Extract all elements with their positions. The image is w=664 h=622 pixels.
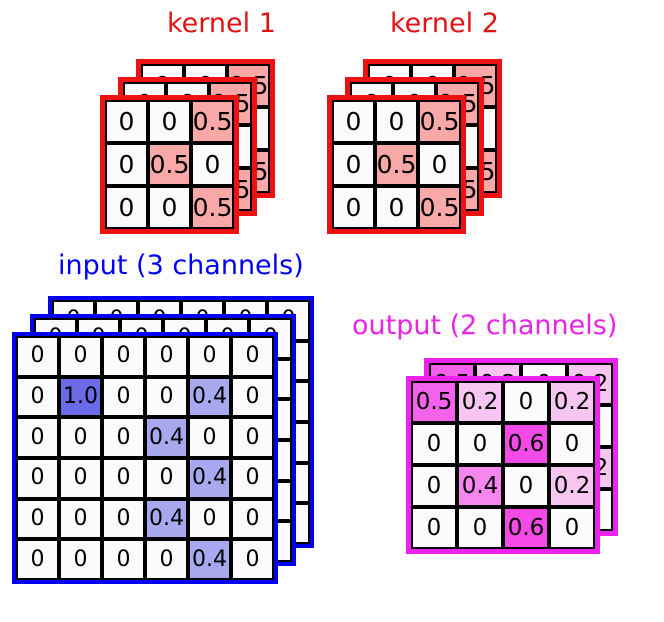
output-stack[interactable]: 0.50.200.2000.6000.400.2000.600.50.200.2…	[406, 358, 618, 554]
kernel-2-cell-r0-c0: 0	[332, 100, 375, 143]
kernel-2-cell-r1-c1: 0.5	[375, 143, 418, 186]
input-cell-r1-c5: 0	[231, 376, 274, 418]
input-cell-r2-c2: 0	[102, 417, 145, 458]
input-cell-r5-c3: 0	[145, 539, 188, 580]
kernel-2-stack[interactable]: 000.500.50000.5000.500.50000.5000.500.50…	[327, 59, 502, 234]
output-cell-r2-c2: 0	[503, 465, 549, 507]
output-cell-r1-c3: 0	[549, 423, 595, 465]
input-cell-r1-c1: 1.0	[59, 376, 102, 418]
input-cell-r4-c3: 0.4	[145, 498, 188, 540]
input-cell-r2-c3: 0.4	[145, 417, 188, 458]
output-cell-r1-c2: 0.6	[503, 423, 549, 465]
input-cell-r2-c1: 0	[59, 417, 102, 458]
input-cell-r1-c4: 0.4	[188, 376, 231, 418]
input-cell-r5-c1: 0	[59, 539, 102, 580]
input-cell-r5-c2: 0	[102, 539, 145, 580]
kernel-2-cell-r2-c1: 0	[375, 186, 418, 229]
input-cell-r4-c0: 0	[16, 498, 59, 540]
input-cell-r2-c0: 0	[16, 417, 59, 458]
output-cell-r1-c1: 0	[457, 423, 503, 465]
input-cell-r4-c1: 0	[59, 498, 102, 540]
output-cell-r3-c0: 0	[411, 507, 457, 549]
kernel-1-cell-r0-c1: 0	[148, 100, 191, 143]
output-cell-r0-c2: 0	[503, 381, 549, 423]
kernel-1-cell-r2-c2: 0.5	[191, 186, 234, 229]
output-cell-r1-c0: 0	[411, 423, 457, 465]
input-cell-r1-c0: 0	[16, 376, 59, 418]
kernel-1-cell-r1-c2: 0	[191, 143, 234, 186]
input-cell-r3-c3: 0	[145, 458, 188, 499]
input-cell-r0-c5: 0	[231, 336, 274, 377]
input-cell-r0-c1: 0	[59, 336, 102, 377]
kernel-1-cell-r0-c2: 0.5	[191, 100, 234, 143]
kernel-1-title: kernel 1	[167, 8, 276, 39]
input-cell-r1-c2: 0	[102, 376, 145, 418]
output-cell-r0-c0: 0.5	[411, 381, 457, 423]
output-cell-r2-c0: 0	[411, 465, 457, 507]
input-cell-r0-c4: 0	[188, 336, 231, 377]
kernel-1-stack[interactable]: 000.500.50000.5000.500.50000.5000.500.50…	[100, 59, 275, 234]
input-cell-r3-c1: 0	[59, 458, 102, 499]
input-cell-r4-c5: 0	[231, 498, 274, 540]
output-cell-r2-c3: 0.2	[549, 465, 595, 507]
input-cell-r2-c5: 0	[231, 417, 274, 458]
output-cell-r0-c1: 0.2	[457, 381, 503, 423]
input-cell-r4-c4: 0	[188, 498, 231, 540]
kernel-2-cell-r2-c0: 0	[332, 186, 375, 229]
output-cell-r3-c3: 0	[549, 507, 595, 549]
kernel-1-cell-r1-c1: 0.5	[148, 143, 191, 186]
kernel-1-cell-r0-c0: 0	[105, 100, 148, 143]
input-cell-r3-c0: 0	[16, 458, 59, 499]
kernel-1-cell-r1-c0: 0	[105, 143, 148, 186]
output-cell-r3-c2: 0.6	[503, 507, 549, 549]
kernel-1-cell-r2-c0: 0	[105, 186, 148, 229]
input-cell-r3-c5: 0	[231, 458, 274, 499]
input-cell-r3-c2: 0	[102, 458, 145, 499]
input-cell-r5-c5: 0	[231, 539, 274, 580]
input-cell-r0-c2: 0	[102, 336, 145, 377]
kernel-2-cell-r1-c0: 0	[332, 143, 375, 186]
output-cell-r3-c1: 0	[457, 507, 503, 549]
output-cell-r2-c1: 0.4	[457, 465, 503, 507]
kernel-2-cell-r2-c2: 0.5	[418, 186, 461, 229]
input-cell-r5-c0: 0	[16, 539, 59, 580]
output-title: output (2 channels)	[352, 310, 618, 341]
input-cell-r5-c4: 0.4	[188, 539, 231, 580]
kernel-1-cell-r2-c1: 0	[148, 186, 191, 229]
input-title: input (3 channels)	[58, 250, 304, 281]
input-cell-r2-c4: 0	[188, 417, 231, 458]
kernel-2-cell-r1-c2: 0	[418, 143, 461, 186]
input-cell-r0-c3: 0	[145, 336, 188, 377]
input-cell-r0-c0: 0	[16, 336, 59, 377]
input-cell-r4-c2: 0	[102, 498, 145, 540]
kernel-2-cell-r0-c2: 0.5	[418, 100, 461, 143]
input-cell-r3-c4: 0.4	[188, 458, 231, 499]
output-cell-r0-c3: 0.2	[549, 381, 595, 423]
kernel-2-cell-r0-c1: 0	[375, 100, 418, 143]
kernel-2-title: kernel 2	[390, 8, 499, 39]
input-cell-r1-c3: 0	[145, 376, 188, 418]
